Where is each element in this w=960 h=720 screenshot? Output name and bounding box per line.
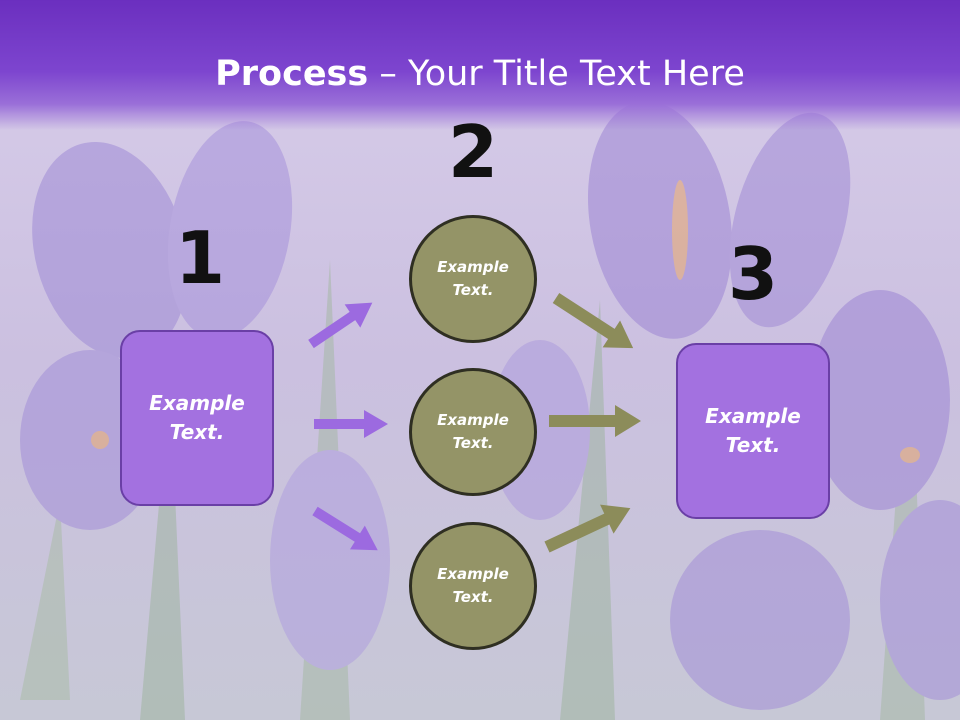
olive-arrow-right	[549, 405, 641, 437]
process-circle-middle[interactable]: Example Text.	[409, 368, 537, 496]
circle-middle-text: Example Text.	[437, 411, 509, 452]
circle-top-text: Example Text.	[437, 258, 509, 299]
title-bar	[0, 0, 960, 130]
right-box-text: Example Text.	[705, 404, 801, 457]
title-bold-part: Process	[215, 54, 369, 94]
step-number-1: 1	[174, 216, 226, 300]
left-process-box[interactable]: Example Text.	[120, 330, 274, 506]
olive-arrow-down-right	[552, 292, 634, 349]
circle-bottom-text: Example Text.	[437, 565, 509, 606]
right-process-box[interactable]: Example Text.	[676, 343, 830, 519]
purple-arrow-up	[308, 302, 373, 349]
purple-arrow-down	[312, 506, 378, 551]
step-number-3: 3	[727, 232, 779, 316]
process-circle-top[interactable]: Example Text.	[409, 215, 537, 343]
left-box-text: Example Text.	[149, 391, 245, 444]
page-title: Process – Your Title Text Here	[0, 52, 960, 96]
process-circle-bottom[interactable]: Example Text.	[409, 522, 537, 650]
step-number-2: 2	[447, 110, 499, 194]
olive-arrow-up-right	[544, 504, 631, 553]
purple-arrow-right	[314, 410, 388, 438]
title-rest-part: – Your Title Text Here	[368, 54, 745, 94]
